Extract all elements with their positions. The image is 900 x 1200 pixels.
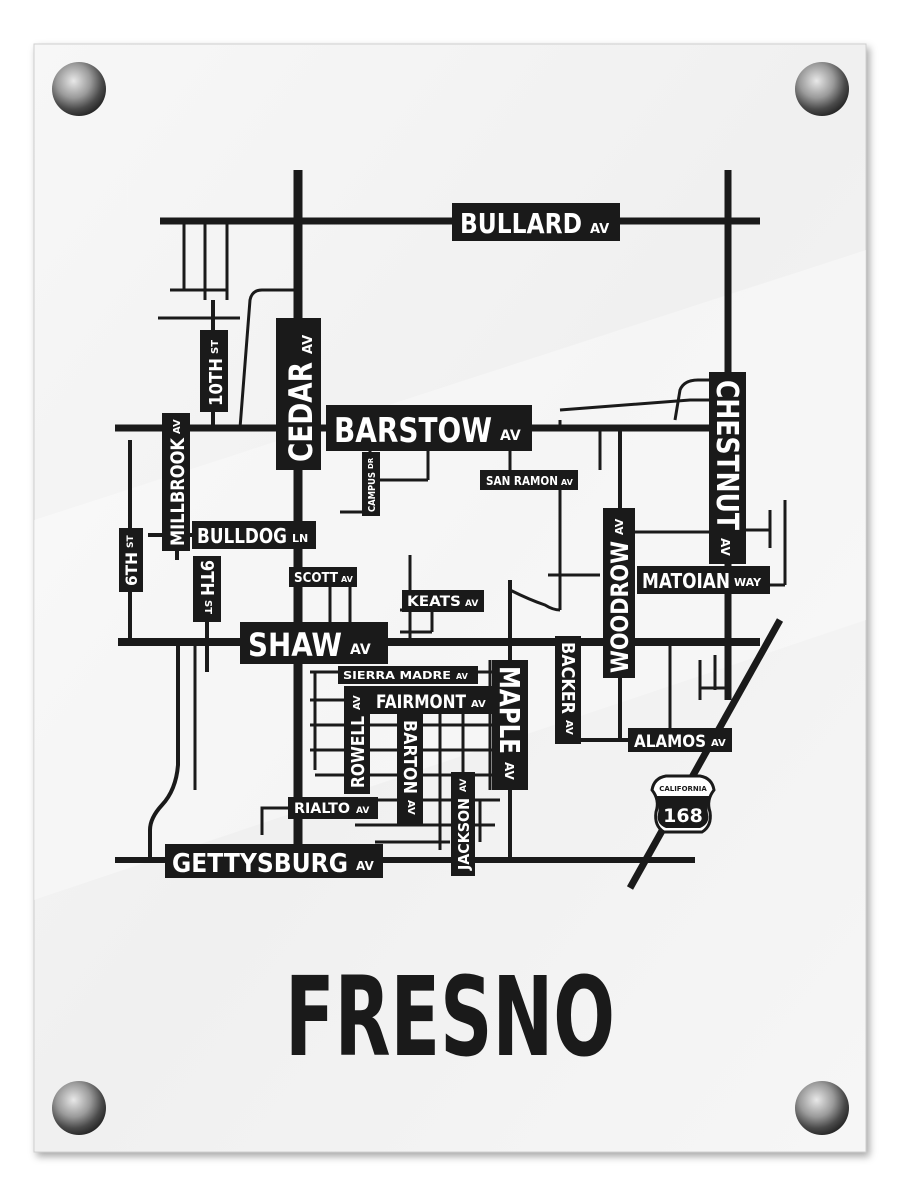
label-barstow-name: BARSTOW <box>334 411 492 451</box>
label-backer-name: BACKER <box>557 642 578 714</box>
label-sierra-madre-name: SIERRA MADRE <box>343 669 451 682</box>
label-cedar-name: CEDAR <box>282 362 320 462</box>
label-sierra-madre-suffix: AV <box>456 672 469 681</box>
label-millbrook-suffix: AV <box>172 419 183 434</box>
shield-number: 168 <box>663 805 703 827</box>
label-backer-suffix: AV <box>563 720 574 735</box>
label-campus-dr: CAMPUS DR <box>362 452 380 516</box>
label-campus-name: CAMPUS <box>367 472 378 512</box>
label-scott-suffix: AV <box>341 575 354 584</box>
panel-glare <box>34 250 866 900</box>
label-scott-name: SCOTT <box>294 571 338 586</box>
label-jackson-name: JACKSON <box>455 798 473 871</box>
label-keats-name: KEATS <box>407 594 461 610</box>
label-barton-name: BARTON <box>399 720 420 794</box>
label-bullard: BULLARD AV <box>452 203 620 241</box>
label-rowell-suffix: AV <box>352 695 363 710</box>
label-campus-suffix: DR <box>367 457 375 469</box>
shield-state: CALIFORNIA <box>659 785 707 793</box>
label-matoian-suffix: WAY <box>734 576 762 589</box>
label-backer: BACKER AV <box>555 636 581 744</box>
label-sierra-madre: SIERRA MADRE AV <box>338 666 478 684</box>
label-shaw: SHAW AV <box>240 622 388 664</box>
label-barton: BARTON AV <box>397 714 423 824</box>
label-keats-suffix: AV <box>465 599 478 609</box>
label-chestnut-name: CHESTNUT <box>709 380 744 530</box>
label-fairmont-name: FAIRMONT <box>376 691 466 713</box>
label-shaw-name: SHAW <box>248 626 342 664</box>
highway-168-shield: CALIFORNIA 168 <box>650 774 716 834</box>
standoff-bottom-left <box>52 1081 106 1135</box>
label-6th-name: 6TH <box>122 552 141 586</box>
poster-title: FRESNO <box>285 953 615 1081</box>
label-bulldog-suffix: LN <box>292 532 308 545</box>
standoff-top-left <box>52 62 106 116</box>
label-san-ramon-suffix: AV <box>561 478 574 487</box>
label-rialto-suffix: AV <box>356 806 369 816</box>
label-chestnut-suffix: AV <box>718 538 732 556</box>
label-scott: SCOTT AV <box>289 567 357 587</box>
label-maple: MAPLE AV <box>492 660 528 790</box>
label-maple-suffix: AV <box>502 762 516 780</box>
label-bullard-name: BULLARD <box>460 207 582 240</box>
label-bulldog: BULLDOG LN <box>192 521 316 549</box>
label-6th-suffix: ST <box>126 535 136 548</box>
label-fairmont: FAIRMONT AV <box>370 686 492 714</box>
label-san-ramon: SAN RAMON AV <box>480 470 578 490</box>
standoff-bottom-right <box>795 1081 849 1135</box>
label-woodrow-name: WOODROW <box>606 541 634 673</box>
label-rialto: RIALTO AV <box>288 797 378 819</box>
label-10th-suffix: ST <box>210 340 221 354</box>
label-matoian-name: MATOIAN <box>642 569 730 593</box>
label-millbrook: MILLBROOK AV <box>162 413 190 551</box>
label-shaw-suffix: AV <box>350 642 371 658</box>
road-highway-168 <box>626 618 784 890</box>
label-10th-name: 10TH <box>206 358 227 406</box>
label-san-ramon-name: SAN RAMON <box>486 474 558 488</box>
label-keats: KEATS AV <box>402 590 484 612</box>
label-gettysburg-name: GETTYSBURG <box>172 849 348 879</box>
label-gettysburg: GETTYSBURG AV <box>165 844 383 879</box>
label-barstow-suffix: AV <box>500 428 521 444</box>
label-chestnut: CHESTNUT AV <box>709 372 746 564</box>
label-barstow: BARSTOW AV <box>326 405 532 451</box>
label-barton-suffix: AV <box>405 800 416 815</box>
label-alamos-name: ALAMOS <box>634 732 706 752</box>
label-millbrook-name: MILLBROOK <box>167 437 189 546</box>
label-rowell-name: ROWELL <box>348 716 369 788</box>
label-bullard-suffix: AV <box>590 222 609 237</box>
label-10th-st: 10TH ST <box>200 330 228 412</box>
label-rowell: ROWELL AV <box>344 686 370 794</box>
label-9th-name: 9TH <box>196 560 217 596</box>
label-gettysburg-suffix: AV <box>356 859 374 873</box>
label-cedar-suffix: AV <box>301 335 316 354</box>
label-fairmont-suffix: AV <box>471 699 486 710</box>
standoff-top-right <box>795 62 849 116</box>
label-bulldog-name: BULLDOG <box>197 524 287 548</box>
label-maple-name: MAPLE <box>493 666 526 754</box>
label-9th-suffix: ST <box>202 600 213 614</box>
label-jackson: JACKSON AV <box>451 772 475 876</box>
label-woodrow: WOODROW AV <box>603 508 635 678</box>
label-cedar: CEDAR AV <box>276 318 321 470</box>
label-woodrow-suffix: AV <box>613 518 626 535</box>
label-rialto-name: RIALTO <box>294 801 350 817</box>
label-alamos-suffix: AV <box>711 738 726 749</box>
label-alamos: ALAMOS AV <box>628 728 732 752</box>
label-matoian: MATOIAN WAY <box>637 566 770 594</box>
label-jackson-suffix: AV <box>459 779 469 792</box>
label-6th-st: 6TH ST <box>119 528 143 592</box>
label-9th-st: 9TH ST <box>193 556 221 622</box>
